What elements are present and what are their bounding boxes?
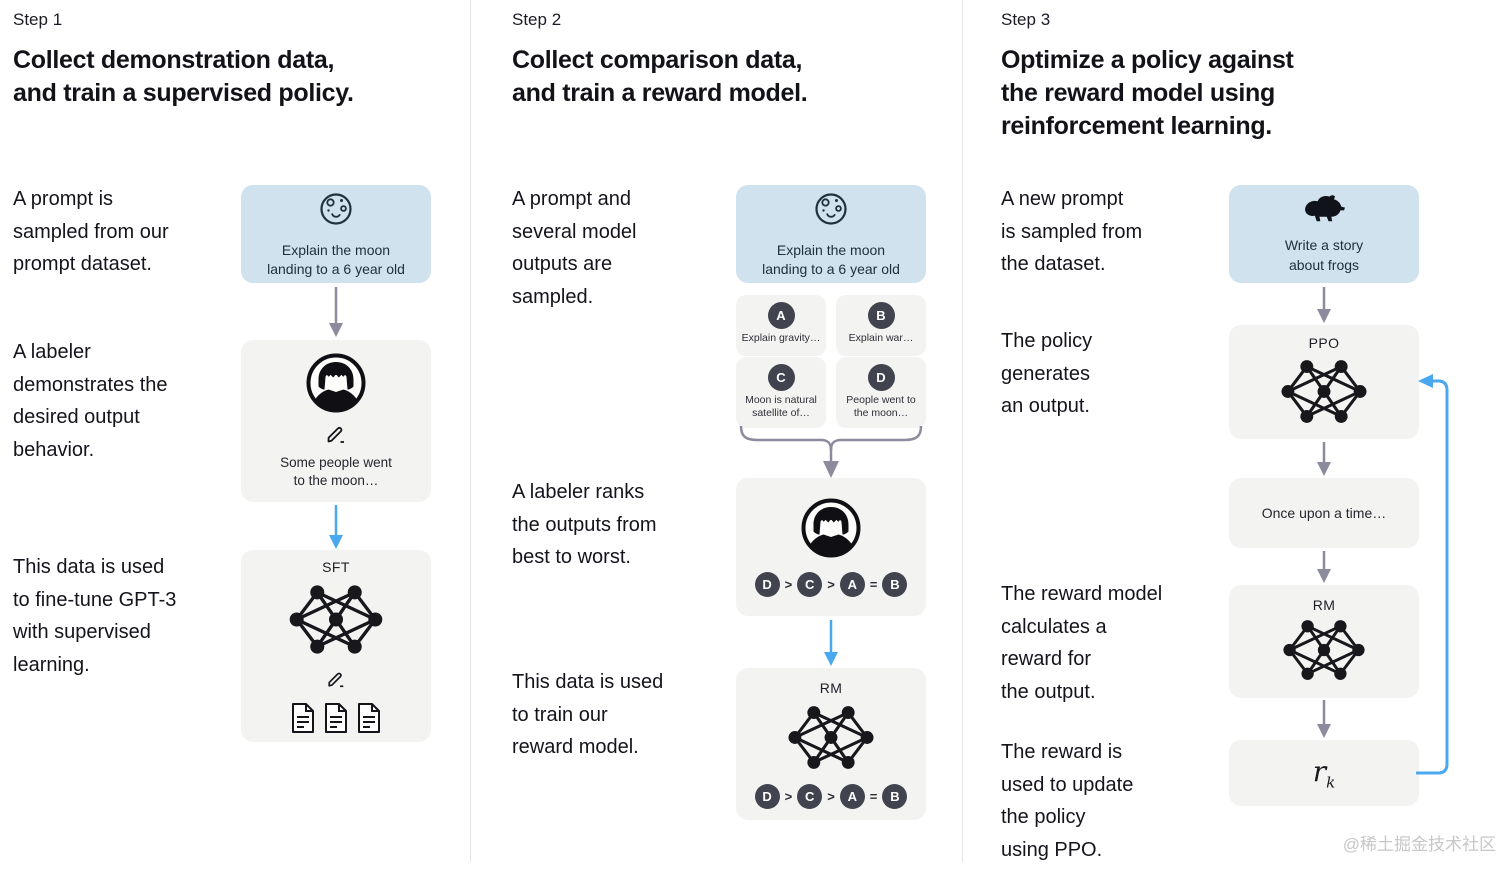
merge-brace-arrow-icon [736,423,926,484]
column-divider-2 [962,0,963,862]
output-box-d: D People went to the moon… [836,357,926,428]
column-divider-1 [470,0,471,862]
ranking-row: D > C > A = B [754,783,908,809]
rank-badge: B [882,572,908,597]
neural-network-icon [289,583,383,661]
reward-value: rk [1313,755,1335,792]
output-caption-b: Explain war… [848,332,914,344]
output-badge-d: D [867,364,895,391]
step3-paragraph-3: The reward model calculates a reward for… [1001,583,1163,703]
step2-prompt-box: Explain the moon landing to a 6 year old [736,185,926,283]
step3-output-text: Once upon a time… [1261,504,1387,521]
frog-icon [1301,193,1347,229]
ranking-row: D > C > A = B [754,572,908,597]
output-caption-c: Moon is natural satellite of… [745,394,817,419]
rank-badge: D [754,572,780,597]
reward-variable: r [1312,754,1327,788]
step3-rm-box: RM [1229,585,1419,698]
watermark: @稀土掘金技术社区 [1342,835,1496,854]
step1-labeler-text: Some people went to the moon… [280,455,392,488]
output-badge-b: B [867,302,895,329]
step2-label: Step 2 [512,10,562,29]
step1-paragraph-1: A prompt is sampled from our prompt data… [13,188,169,276]
step1-prompt-box: Explain the moon landing to a 6 year old [241,185,431,283]
labeler-avatar-icon [800,497,862,564]
moon-icon [811,189,851,234]
arrow-down-icon [1314,551,1334,588]
rank-separator: = [869,577,878,592]
labeler-avatar-icon [305,352,367,419]
feedback-loop-arrow-icon [1414,368,1462,793]
step3-paragraph-4: The reward is used to update the policy … [1001,741,1134,861]
rm-label: RM [819,679,843,696]
step3-ppo-box: PPO [1229,325,1419,439]
pencil-icon [325,423,347,450]
step3-paragraph-2: The policy generates an output. [1001,330,1093,418]
reward-subscript: k [1326,773,1336,792]
rank-separator: > [784,577,793,592]
step3-title: Optimize a policy against the reward mod… [1001,46,1294,140]
step3-reward-box: rk [1229,740,1419,806]
rank-badge: A [839,783,865,809]
arrow-down-icon [326,505,346,554]
step3-output-box: Once upon a time… [1229,478,1419,548]
output-box-a: A Explain gravity… [736,295,826,356]
rank-badge: C [797,783,823,809]
rank-separator: > [784,788,793,804]
output-box-b: B Explain war… [836,295,926,356]
output-caption-d: People went to the moon… [846,394,916,419]
neural-network-icon [1283,618,1365,687]
step2-paragraph-1: A prompt and several model outputs are s… [512,188,637,308]
arrow-down-icon [1314,700,1334,743]
arrow-down-icon [821,620,841,671]
rank-badge: C [797,572,823,597]
pencil-icon [326,669,346,694]
arrow-down-icon [1314,442,1334,481]
output-box-c: C Moon is natural satellite of… [736,357,826,428]
rank-badge: D [754,783,780,809]
step2-rm-box: RM D > C > A = B [736,668,926,820]
step3-prompt-box: Write a story about frogs [1229,185,1419,283]
documents-icon [290,702,382,734]
step2-ranking-box: D > C > A = B [736,478,926,616]
step2-prompt-text: Explain the moon landing to a 6 year old [762,241,900,277]
rm-label: RM [1312,596,1336,613]
rank-badge: A [839,572,865,597]
rank-separator: > [827,577,835,592]
rank-badge: B [882,783,908,809]
output-caption-a: Explain gravity… [741,332,821,344]
step2-title: Collect comparison data, and train a rew… [512,46,808,107]
step1-paragraph-2: A labeler demonstrates the desired outpu… [13,341,168,461]
output-badge-c: C [767,364,795,391]
arrow-down-icon [326,287,346,342]
output-badge-a: A [767,302,795,329]
rank-separator: > [827,788,835,804]
moon-icon [316,189,356,234]
neural-network-icon [788,704,874,776]
rank-separator: = [869,788,878,804]
step1-sft-box: SFT [241,550,431,742]
step1-prompt-text: Explain the moon landing to a 6 year old [267,241,405,277]
step1-label: Step 1 [13,10,63,29]
step2-paragraph-2: A labeler ranks the outputs from best to… [512,481,657,569]
step3-prompt-text: Write a story about frogs [1284,237,1364,273]
ppo-label: PPO [1308,334,1340,351]
arrow-down-icon [1314,287,1334,328]
step1-labeler-box: Some people went to the moon… [241,340,431,502]
step3-label: Step 3 [1001,10,1051,29]
neural-network-icon [1281,358,1367,430]
step1-title: Collect demonstration data, and train a … [13,46,354,107]
step1-paragraph-3: This data is used to fine-tune GPT-3 wit… [13,556,177,676]
sft-label: SFT [322,558,350,575]
step3-paragraph-1: A new prompt is sampled from the dataset… [1001,188,1143,276]
step2-paragraph-3: This data is used to train our reward mo… [512,671,664,759]
